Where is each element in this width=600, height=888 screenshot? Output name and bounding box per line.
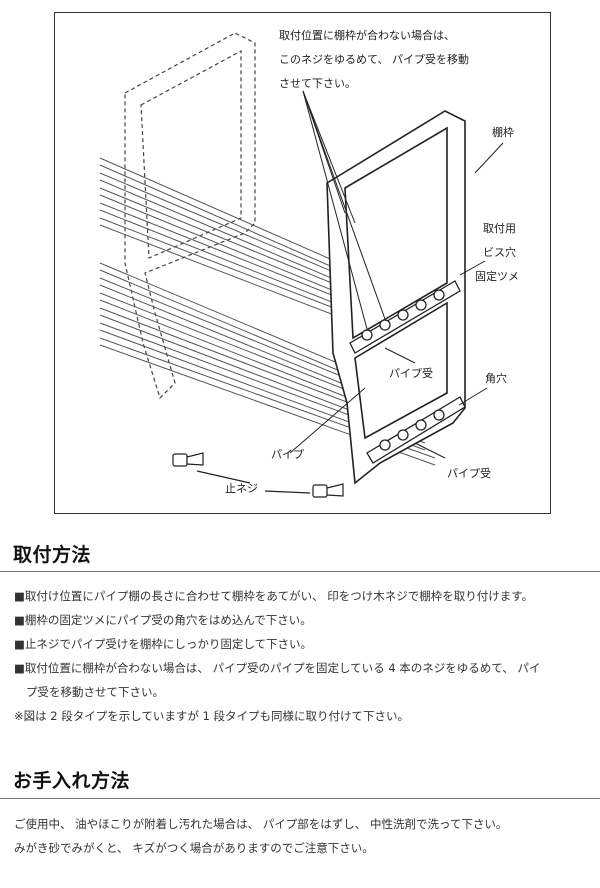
install-item-4-cont: プ受を移動させて下さい。: [26, 685, 164, 699]
install-item-1: ■取付け位置にパイプ棚の長さに合わせて棚枠をあてがい、 印をつけ木ネジで棚枠を取…: [14, 589, 534, 603]
label-square-hole: 角穴: [485, 372, 507, 385]
figure-note-line-3: させて下さい。: [279, 77, 356, 90]
figure-note-line-2: このネジをゆるめて、 パイプ受を移動: [279, 53, 469, 66]
stop-screws: [172, 452, 344, 498]
left-frame-dashed: [124, 32, 256, 400]
install-title: 取付方法: [13, 544, 92, 566]
care-title: お手入れ方法: [13, 770, 131, 792]
label-pipe-holder-lower: パイプ受: [447, 467, 491, 480]
label-screw-hole-2: ビス穴: [483, 246, 516, 259]
care-text: ご使用中、 油やほこりが附着し汚れた場合は、 パイプ部をはずし、 中性洗剤で洗っ…: [14, 812, 586, 860]
figure-note-line-1: 取付位置に棚枠が合わない場合は、: [279, 29, 455, 42]
label-frame: 棚枠: [492, 126, 514, 139]
install-item-2: ■棚枠の固定ツメにパイプ受の角穴をはめ込んで下さい。: [14, 613, 312, 627]
label-stop-screw: 止ネジ: [225, 482, 258, 495]
label-pipe-holder-upper: パイプ受: [389, 367, 433, 380]
care-line-2: みがき砂でみがくと、 キズがつく場合がありますのでご注意下さい。: [14, 841, 374, 855]
label-claw: 固定ツメ: [475, 270, 519, 283]
install-note: ※図は 2 段タイプを示していますが 1 段タイプも同様に取り付けて下さい。: [14, 709, 410, 723]
right-frame: [326, 110, 466, 485]
care-divider: [0, 798, 600, 799]
install-item-4: ■取付位置に棚枠が合わない場合は、 パイプ受のパイプを固定している 4 本のネジ…: [14, 661, 541, 675]
install-list: ■取付け位置にパイプ棚の長さに合わせて棚枠をあてがい、 印をつけ木ネジで棚枠を取…: [14, 584, 586, 728]
install-item-3: ■止ネジでパイプ受けを棚枠にしっかり固定して下さい。: [14, 637, 313, 651]
label-screw-hole-1: 取付用: [483, 222, 516, 235]
pipe-holders: [349, 280, 466, 464]
assembly-diagram: 取付位置に棚枠が合わない場合は、 このネジをゆるめて、 パイプ受を移動 させて下…: [54, 12, 551, 514]
assembly-illustration: [99, 32, 504, 498]
install-divider: [0, 571, 600, 572]
label-pipe: パイプ: [271, 448, 304, 461]
leader-lines: [289, 90, 504, 459]
care-line-1: ご使用中、 油やほこりが附着し汚れた場合は、 パイプ部をはずし、 中性洗剤で洗っ…: [14, 817, 508, 831]
